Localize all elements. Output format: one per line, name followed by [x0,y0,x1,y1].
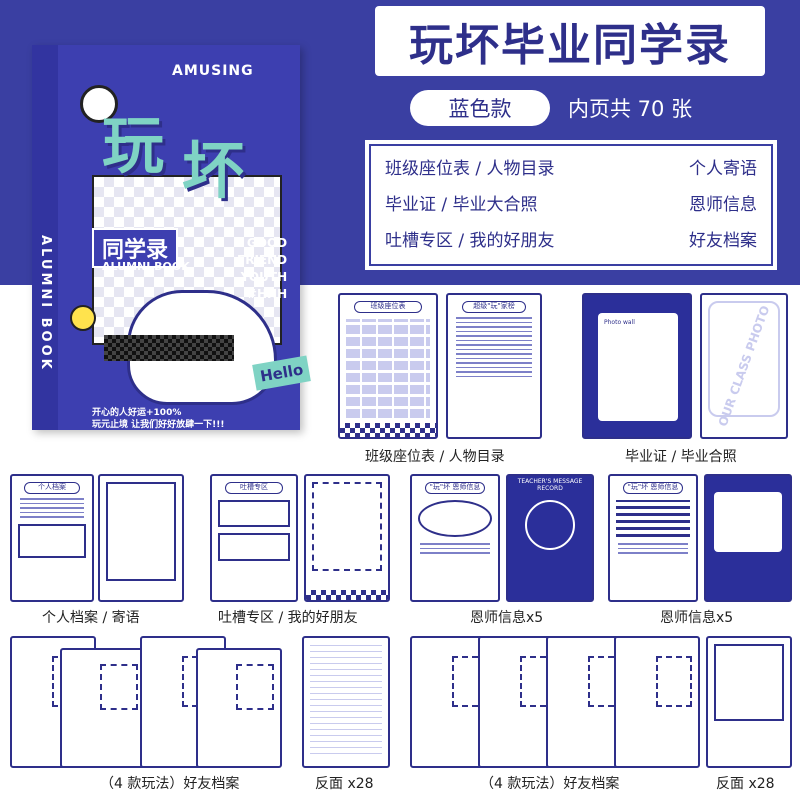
brand-label: AMUSING [172,63,254,79]
friend-profile-page [60,648,146,768]
back-page [302,636,390,768]
slogan-line: GOOD [246,236,288,250]
slogan-line: #HHH [246,287,288,301]
cover-tag: 同学录 [92,228,179,268]
caption: （4 款玩法）好友档案 [480,776,620,792]
slogan-line: FRIEND [237,253,288,267]
feature-item: 恩师信息 [689,195,757,215]
message-page [98,474,184,602]
cover-big-text: 坏 [182,134,245,207]
smiley-icon [70,305,96,331]
sunglasses-icon [104,335,234,361]
rant-page: 吐槽专区 [210,474,298,602]
page-header: TEACHER'S MESSAGE RECORD [517,478,583,492]
feature-list: 班级座位表 / 人物目录 个人寄语 毕业证 / 毕业大合照 恩师信息 吐槽专区 … [365,140,777,270]
teacher-info-page: "玩"坏 恩师信息 [410,474,500,602]
best-friend-page [304,474,390,602]
slogan-line: YOUTH [240,270,288,284]
page-header: 超级"玩"家榜 [461,301,527,313]
cover-subtitle: ALUMNI BOOK [102,260,190,273]
feature-item: 个人寄语 [689,159,757,179]
teacher-message-page: TEACHER'S MESSAGE RECORD [506,474,594,602]
checker-strip [340,423,436,437]
teacher-info-page-2: "玩"坏 恩师信息 [608,474,698,602]
spine-text: ALUMNI BOOK [38,235,53,372]
page-header: 个人档案 [24,482,80,494]
book-cover: ALUMNI BOOK AMUSING 玩 坏 同学录 ALUMNI BOOK … [32,45,312,431]
cover-slogan: GOOD FRIEND YOUTH #HHH [237,235,287,303]
note-line: 开心的人好运+100% [92,408,182,418]
teacher-message-page-2 [704,474,792,602]
caption: 吐槽专区 / 我的好朋友 [218,610,358,626]
directory-page: 超级"玩"家榜 [446,293,542,439]
friend-profile-page [614,636,700,768]
caption: 反面 x28 [716,776,775,792]
seat-chart-page: 班级座位表 [338,293,438,439]
cover-big-text: 玩 [102,109,165,182]
caption: 个人档案 / 寄语 [42,610,140,626]
back-page-2 [706,636,792,768]
caption: 恩师信息x5 [660,610,734,626]
page-header: "玩"坏 恩师信息 [424,482,486,494]
page-header: 吐槽专区 [224,482,284,494]
page-header: 班级座位表 [354,301,422,313]
variant-badge: 蓝色款 [410,90,550,126]
feature-item: 班级座位表 / 人物目录 [385,159,555,179]
page-header: "玩"坏 恩师信息 [622,482,684,494]
product-title: 玩坏毕业同学录 [375,6,765,76]
feature-item: 吐槽专区 / 我的好朋友 [385,231,555,251]
planet-icon [80,85,118,123]
page-header: Photo wall [604,319,635,326]
book-spine [32,45,58,430]
friend-profile-page [196,648,282,768]
class-photo-page: OUR CLASS PHOTO [700,293,788,439]
caption: 反面 x28 [315,776,374,792]
profile-page: 个人档案 [10,474,94,602]
caption: 班级座位表 / 人物目录 [365,449,505,465]
seat-grid [346,319,430,419]
page-count: 内页共 70 张 [568,97,693,121]
feature-item: 毕业证 / 毕业大合照 [385,195,538,215]
note-line: 玩元止境 让我们好好放肆一下!!! [92,420,225,430]
checker-strip [306,590,388,600]
diploma-page: Photo wall [582,293,692,439]
caption: 恩师信息x5 [470,610,544,626]
flower-illustration [524,500,576,551]
cover-note: 开心的人好运+100% 玩元止境 让我们好好放肆一下!!! [92,407,224,431]
feature-item: 好友档案 [689,231,757,251]
caption: 毕业证 / 毕业合照 [625,449,737,465]
caption: （4 款玩法）好友档案 [100,776,240,792]
